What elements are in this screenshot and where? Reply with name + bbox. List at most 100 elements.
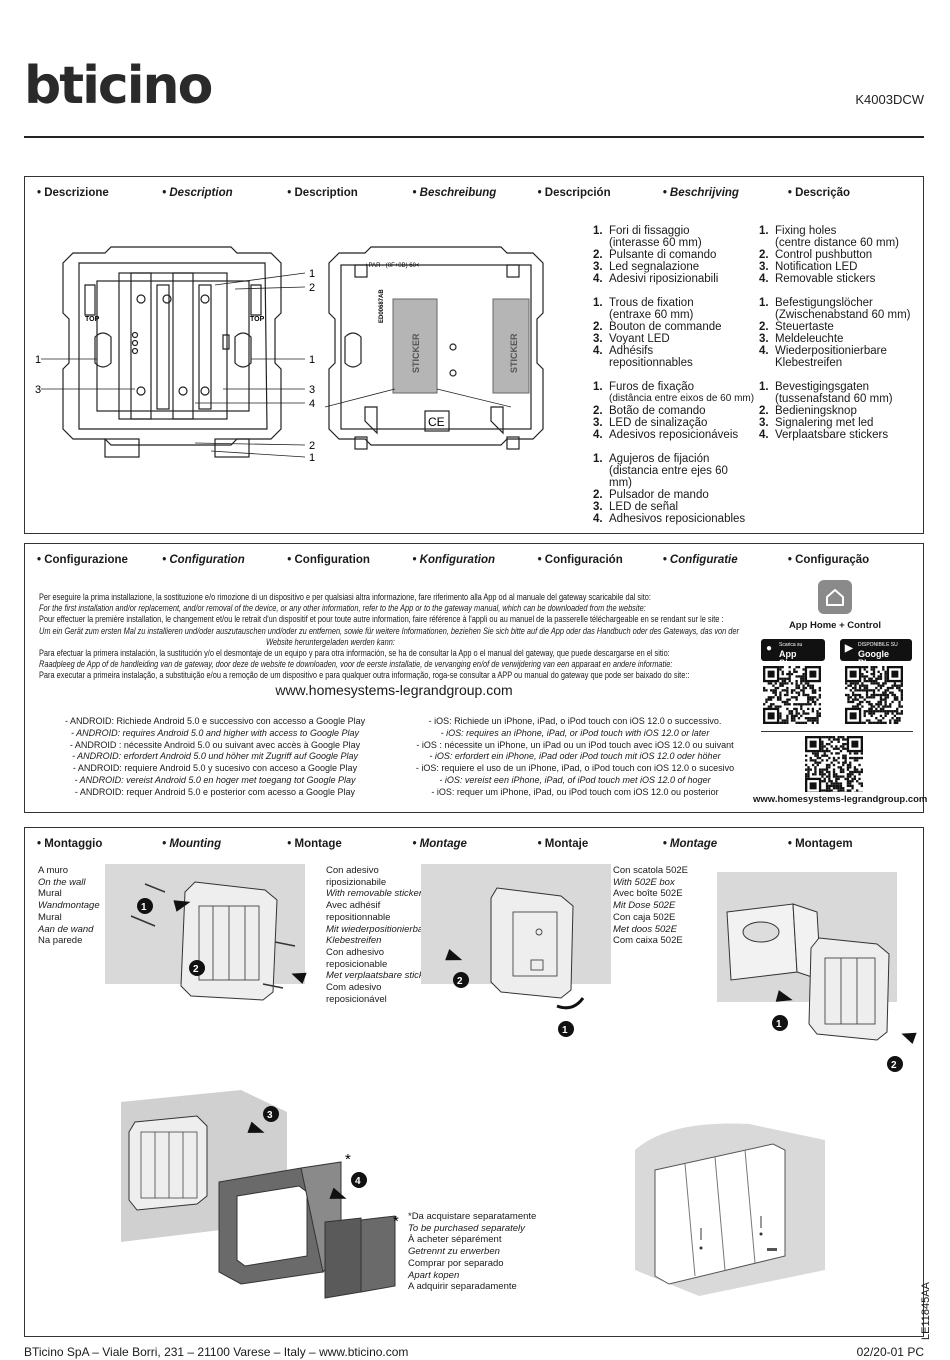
item-number: 3. [593, 501, 603, 513]
description-item: 3. Voyant LED [593, 333, 754, 345]
item-number: 2. [593, 489, 603, 501]
description-list-col2: 1.Fixing holes(centre distance 60 mm)2.C… [759, 225, 911, 453]
description-item: 3.Signalering met led [759, 417, 911, 429]
google-play-qr-code[interactable] [845, 666, 903, 724]
lang-label: • Descrizione [37, 187, 109, 199]
description-item: 3.Meldeleuchte [759, 333, 911, 345]
description-item: 1.Agujeros de fijación(distancia entre e… [593, 453, 754, 489]
badge-label: Google Play [858, 649, 889, 668]
lang-label: • Beschrijving [662, 187, 739, 199]
description-item: 1.Furos de fixação(distância entre eixos… [593, 381, 754, 405]
text-line: Con scatola 502E [613, 865, 688, 876]
text-line: reposicionable [326, 958, 388, 970]
item-text-line: LED de sinalização [609, 417, 708, 429]
item-text: Furos de fixação(distância entre eixos d… [609, 381, 754, 405]
description-item: 2.Pulsador de mando [593, 489, 754, 501]
website-qr-code[interactable] [805, 736, 863, 792]
lang-label: • Descripción [537, 187, 611, 199]
item-number: 3. [593, 261, 603, 273]
lang-label: • Mounting [162, 838, 222, 850]
item-text: Verplaatsbare stickers [775, 429, 888, 441]
device-back-diagram: STICKER STICKER +PAR - (0F+0B) 60< ED006… [325, 246, 544, 450]
callout-number: 4 [309, 398, 315, 410]
text-line: Raadpleeg de App of de handleiding van d… [39, 659, 673, 670]
item-number: 3. [593, 417, 603, 429]
qr-website-url[interactable]: www.homesystems-legrandgroup.com [753, 794, 928, 805]
item-number: 1. [759, 297, 769, 309]
text-line: - ANDROID : nécessite Android 5.0 ou sui… [69, 739, 361, 750]
item-text: Fori di fissaggio(interasse 60 mm) [609, 225, 702, 249]
text-line: Com adesivo [326, 982, 382, 994]
description-item: 4.Verplaatsbare stickers [759, 429, 911, 441]
item-text-line: Bedieningsknop [775, 405, 857, 417]
asterisk-mark: * [393, 1213, 399, 1230]
product-code: K4003DCW [855, 92, 924, 107]
finished-device-illustration [635, 1123, 825, 1296]
item-number: 4. [759, 273, 769, 285]
description-item: 1. Fori di fissaggio(interasse 60 mm) [593, 225, 754, 249]
badge-label: App Store [779, 649, 803, 668]
website-link[interactable]: www.homesystems-legrandgroup.com [275, 682, 513, 698]
item-text: Adhesivos reposicionables [609, 513, 745, 525]
app-store-qr-code[interactable] [763, 666, 821, 724]
text-line: Com caixa 502E [613, 935, 683, 947]
home-control-app-icon[interactable] [818, 580, 852, 614]
item-text-line: Bevestigingsgaten [775, 381, 869, 393]
item-text-line: Pulsante di comando [609, 249, 717, 261]
step-badge [189, 960, 205, 976]
lang-label: • Beschreibung [412, 187, 497, 199]
text-line: Con adesivo [326, 865, 379, 876]
item-text-line: (tussenafstand 60 mm) [775, 393, 893, 405]
callout-number: 1 [35, 354, 41, 366]
step-badge [887, 1056, 903, 1072]
lang-label: • Configuração [787, 554, 870, 566]
item-number: 1. [593, 297, 603, 309]
item-text: Voyant LED [609, 333, 670, 345]
description-group: 1.Agujeros de fijación(distancia entre e… [593, 453, 754, 525]
wall-mount-illustration: 1 2 [105, 864, 307, 1001]
item-text-line: (distancia entre ejes 60 [609, 465, 728, 477]
google-play-badge[interactable]: ▶ DISPONIBILE SU Google Play [840, 639, 912, 668]
item-text-line: Trous de fixation [609, 297, 694, 309]
text-line: - iOS : nécessite un iPhone, un iPad ou … [416, 739, 734, 750]
text-line: Website heruntergeladen werden kann: [266, 636, 395, 647]
text-line: - ANDROID: erfordert Android 5.0 und höh… [72, 751, 358, 762]
item-text: Bevestigingsgaten(tussenafstand 60 mm) [775, 381, 893, 405]
footer-date: 02/20-01 PC [856, 1345, 924, 1359]
callout-number: 1 [309, 452, 315, 464]
lang-label: • Descrição [787, 187, 851, 199]
header-divider [24, 136, 924, 138]
lang-label: • Configuratie [662, 554, 738, 566]
item-number: 1. [593, 225, 603, 237]
step-badge [137, 898, 153, 914]
item-number: 3. [593, 333, 603, 345]
text-line: Comprar por separado [408, 1257, 504, 1269]
text-line: Um ein Gerät zum ersten Mal zu installie… [39, 625, 739, 636]
item-text-line: Adhesivos reposicionables [609, 513, 746, 525]
item-text-line: Fori di fissaggio [609, 225, 690, 237]
text-line: Para executar a primeira instalação, a s… [39, 670, 690, 681]
text-line: - iOS: requer um iPhone, iPad, ou iPod t… [431, 786, 719, 797]
lang-label: • Montage [412, 838, 467, 850]
plate-assembly-illustration: 3 4 * * [121, 1090, 399, 1299]
step-number: 3 [267, 1110, 273, 1121]
lang-label: • Konfiguration [412, 554, 496, 566]
item-text-line: (Zwischenabstand 60 mm) [775, 309, 911, 321]
text-line: Avec boîte 502E [613, 888, 683, 900]
app-store-badge[interactable]: ● Scarica su App Store [761, 639, 825, 668]
text-line: *Da acquistare separatamente [408, 1211, 537, 1222]
item-text: Steuertaste [775, 321, 834, 333]
description-group: 1.Fixing holes(centre distance 60 mm)2.C… [759, 225, 911, 285]
step-number: 1 [776, 1019, 782, 1030]
device-front-diagram: TOP TOP 1 2 1 3 4 2 1 1 3 [35, 246, 315, 464]
item-text: Bouton de commande [609, 321, 722, 333]
item-text: Bedieningsknop [775, 405, 857, 417]
item-text-line: Klebestreifen [775, 357, 843, 369]
text-line: Met verplaatsbare sticker [326, 970, 433, 982]
item-text-line: Control pushbutton [775, 249, 873, 261]
description-item: 2.Botão de comando [593, 405, 754, 417]
item-text-line: Adesivos reposicionáveis [609, 429, 739, 441]
